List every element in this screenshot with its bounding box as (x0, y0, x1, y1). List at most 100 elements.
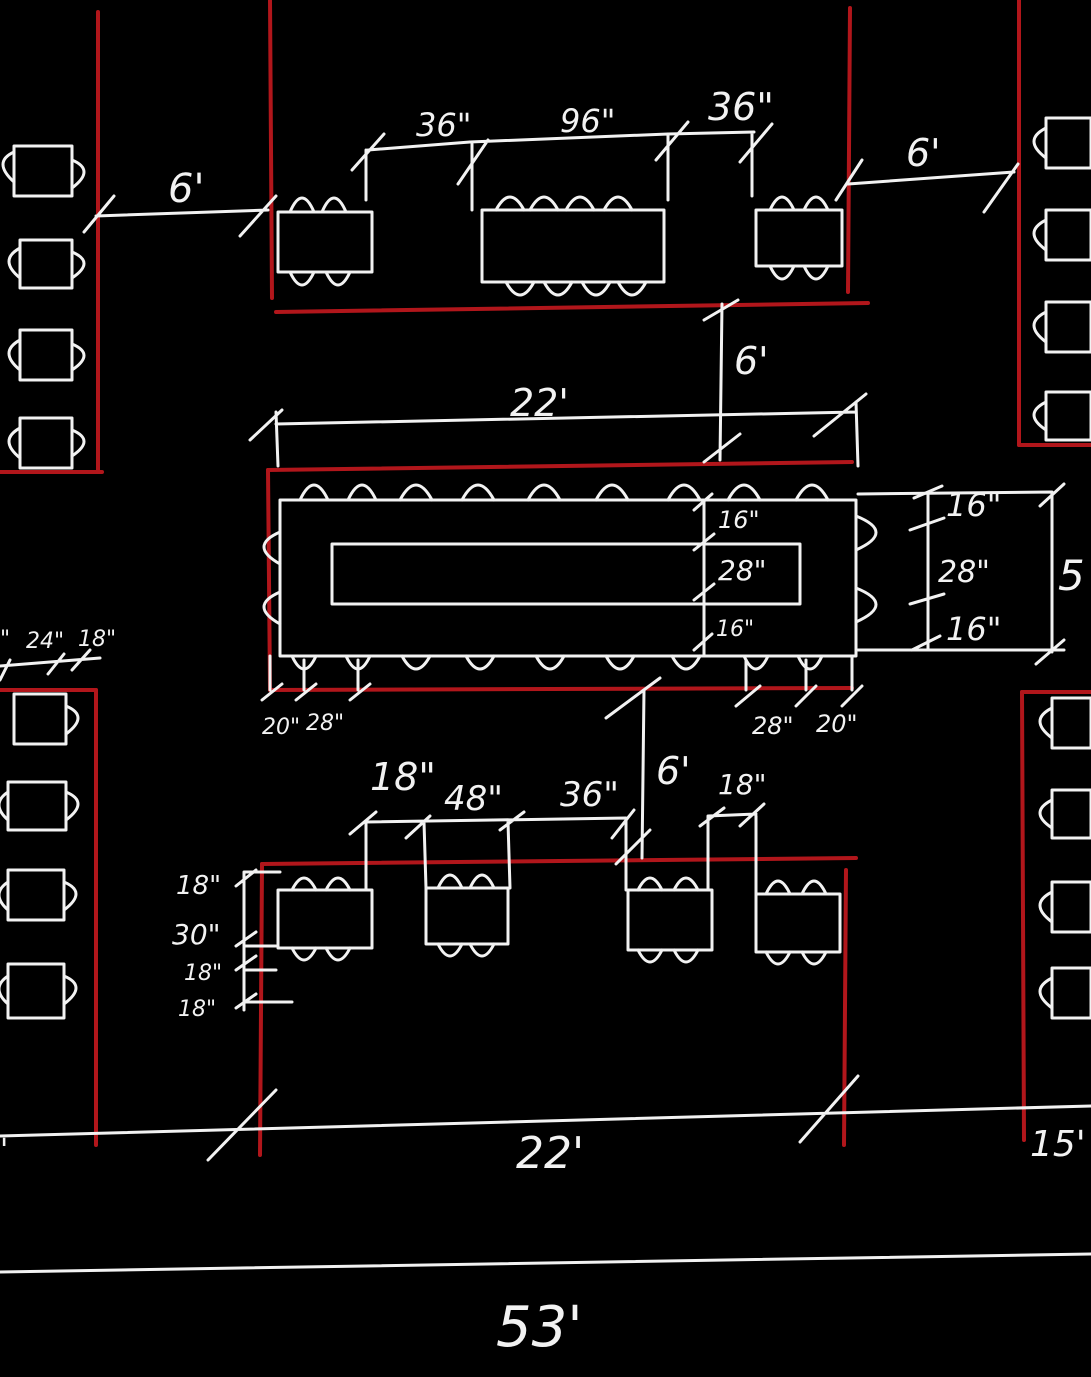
table (12, 692, 68, 746)
label-left-a: 24" (26, 629, 64, 654)
long-table (480, 208, 666, 284)
chairs-bottom (288, 270, 352, 287)
dim-top-left-6ft (82, 194, 278, 238)
bar-well (330, 542, 802, 606)
label-bar-length: 22' (510, 381, 569, 425)
left-lower-seats (0, 692, 80, 1020)
bar (262, 483, 878, 671)
dim-bottom-left (260, 654, 372, 702)
label-left-c: " (0, 627, 10, 652)
chairs-bottom (636, 948, 700, 964)
chair (64, 704, 80, 736)
chair (64, 790, 80, 822)
chairs-top (768, 195, 830, 212)
chair (70, 342, 86, 372)
table (754, 892, 842, 954)
chair (7, 426, 22, 460)
table (18, 328, 74, 382)
table (626, 888, 714, 952)
table (12, 144, 74, 198)
label-total-width: 53' (496, 1295, 583, 1360)
chair (0, 880, 10, 912)
dim-left-lower (0, 648, 102, 682)
label-lower-gap-2: 36" (560, 775, 619, 815)
chair (70, 250, 86, 280)
label-bottom-22: 22' (516, 1128, 584, 1179)
label-bottom-right-2: 20" (816, 710, 858, 738)
table (754, 208, 844, 268)
dim-right-total (856, 482, 1066, 666)
table (1044, 300, 1091, 354)
chair (62, 880, 78, 912)
chairs-bottom (436, 942, 496, 958)
label-bar-inner-width: 28" (718, 554, 767, 587)
chairs-top (636, 876, 700, 892)
chairs-bottom (768, 264, 830, 281)
dim-36a (350, 132, 472, 202)
bar-stools-right (854, 514, 878, 624)
wall-right-lower (1020, 690, 1026, 1142)
chair (7, 246, 22, 280)
dim-gap-top (702, 298, 742, 464)
chair (0, 790, 10, 822)
dim-36b (666, 122, 774, 198)
table (1044, 116, 1091, 170)
dim-total-53ft (0, 1252, 1091, 1274)
label-top-right-gap: 6' (906, 131, 941, 175)
wall-top-right (846, 6, 852, 294)
wall-top-base (274, 301, 870, 314)
label-top-left-gap: 6' (168, 166, 204, 212)
chair (1, 150, 16, 184)
wall-bar-left (266, 468, 272, 692)
dimension-labels: 6' 36" 96" 36" 6' 6' 22' 16" 28" 16" 16"… (0, 85, 1086, 1360)
chair (1038, 706, 1054, 740)
label-bar-bottom-depth: 16" (716, 617, 754, 642)
label-left-b: 18" (78, 627, 116, 652)
label-bottom-right-1: 28" (752, 712, 794, 740)
label-top-table-len: 96" (560, 102, 615, 140)
table (424, 886, 510, 946)
chairs-bottom (504, 280, 648, 297)
table (1050, 966, 1091, 1020)
table (6, 780, 68, 832)
dim-gap-bottom (604, 676, 662, 866)
chairs-top (436, 873, 496, 890)
chair (70, 158, 86, 190)
label-bottom-left-cut: ' (0, 1133, 8, 1168)
label-side-3: 18" (184, 961, 222, 986)
chair (1032, 126, 1048, 160)
chairs-top (494, 195, 634, 212)
chairs-top (764, 879, 828, 896)
table (1050, 880, 1091, 934)
chairs-bottom (764, 950, 828, 966)
chair (62, 974, 78, 1006)
chair (1032, 400, 1048, 432)
dim-right-depths (908, 484, 946, 652)
label-top-gap-1: 36" (416, 106, 471, 144)
chairs-bottom (290, 946, 352, 962)
right-upper-seats (1032, 116, 1091, 442)
right-lower-seats (1038, 696, 1091, 1020)
dim-bar-depths (692, 492, 716, 658)
top-tables (276, 195, 844, 297)
label-top-gap-2: 36" (708, 85, 774, 129)
chair (1032, 218, 1048, 252)
dim-96 (456, 120, 690, 212)
bar-stools-bottom (290, 654, 824, 671)
dim-side-stack (234, 868, 294, 1012)
wall-bottom-right (842, 868, 848, 1147)
dim-bottom-right (734, 654, 864, 708)
bar-stools-left (262, 530, 282, 626)
table (276, 210, 374, 274)
chair (7, 338, 22, 372)
dim-bottom-22ft (0, 1074, 1091, 1162)
label-bottom-left-2: 28" (306, 711, 344, 736)
chair (70, 428, 86, 458)
label-bottom-15: 15' (1030, 1124, 1086, 1165)
dim-bottom-18 (698, 802, 766, 896)
label-side-1: 18" (176, 871, 221, 901)
chair (0, 974, 10, 1006)
label-side-4: 18" (178, 997, 216, 1022)
chair (1038, 798, 1054, 830)
